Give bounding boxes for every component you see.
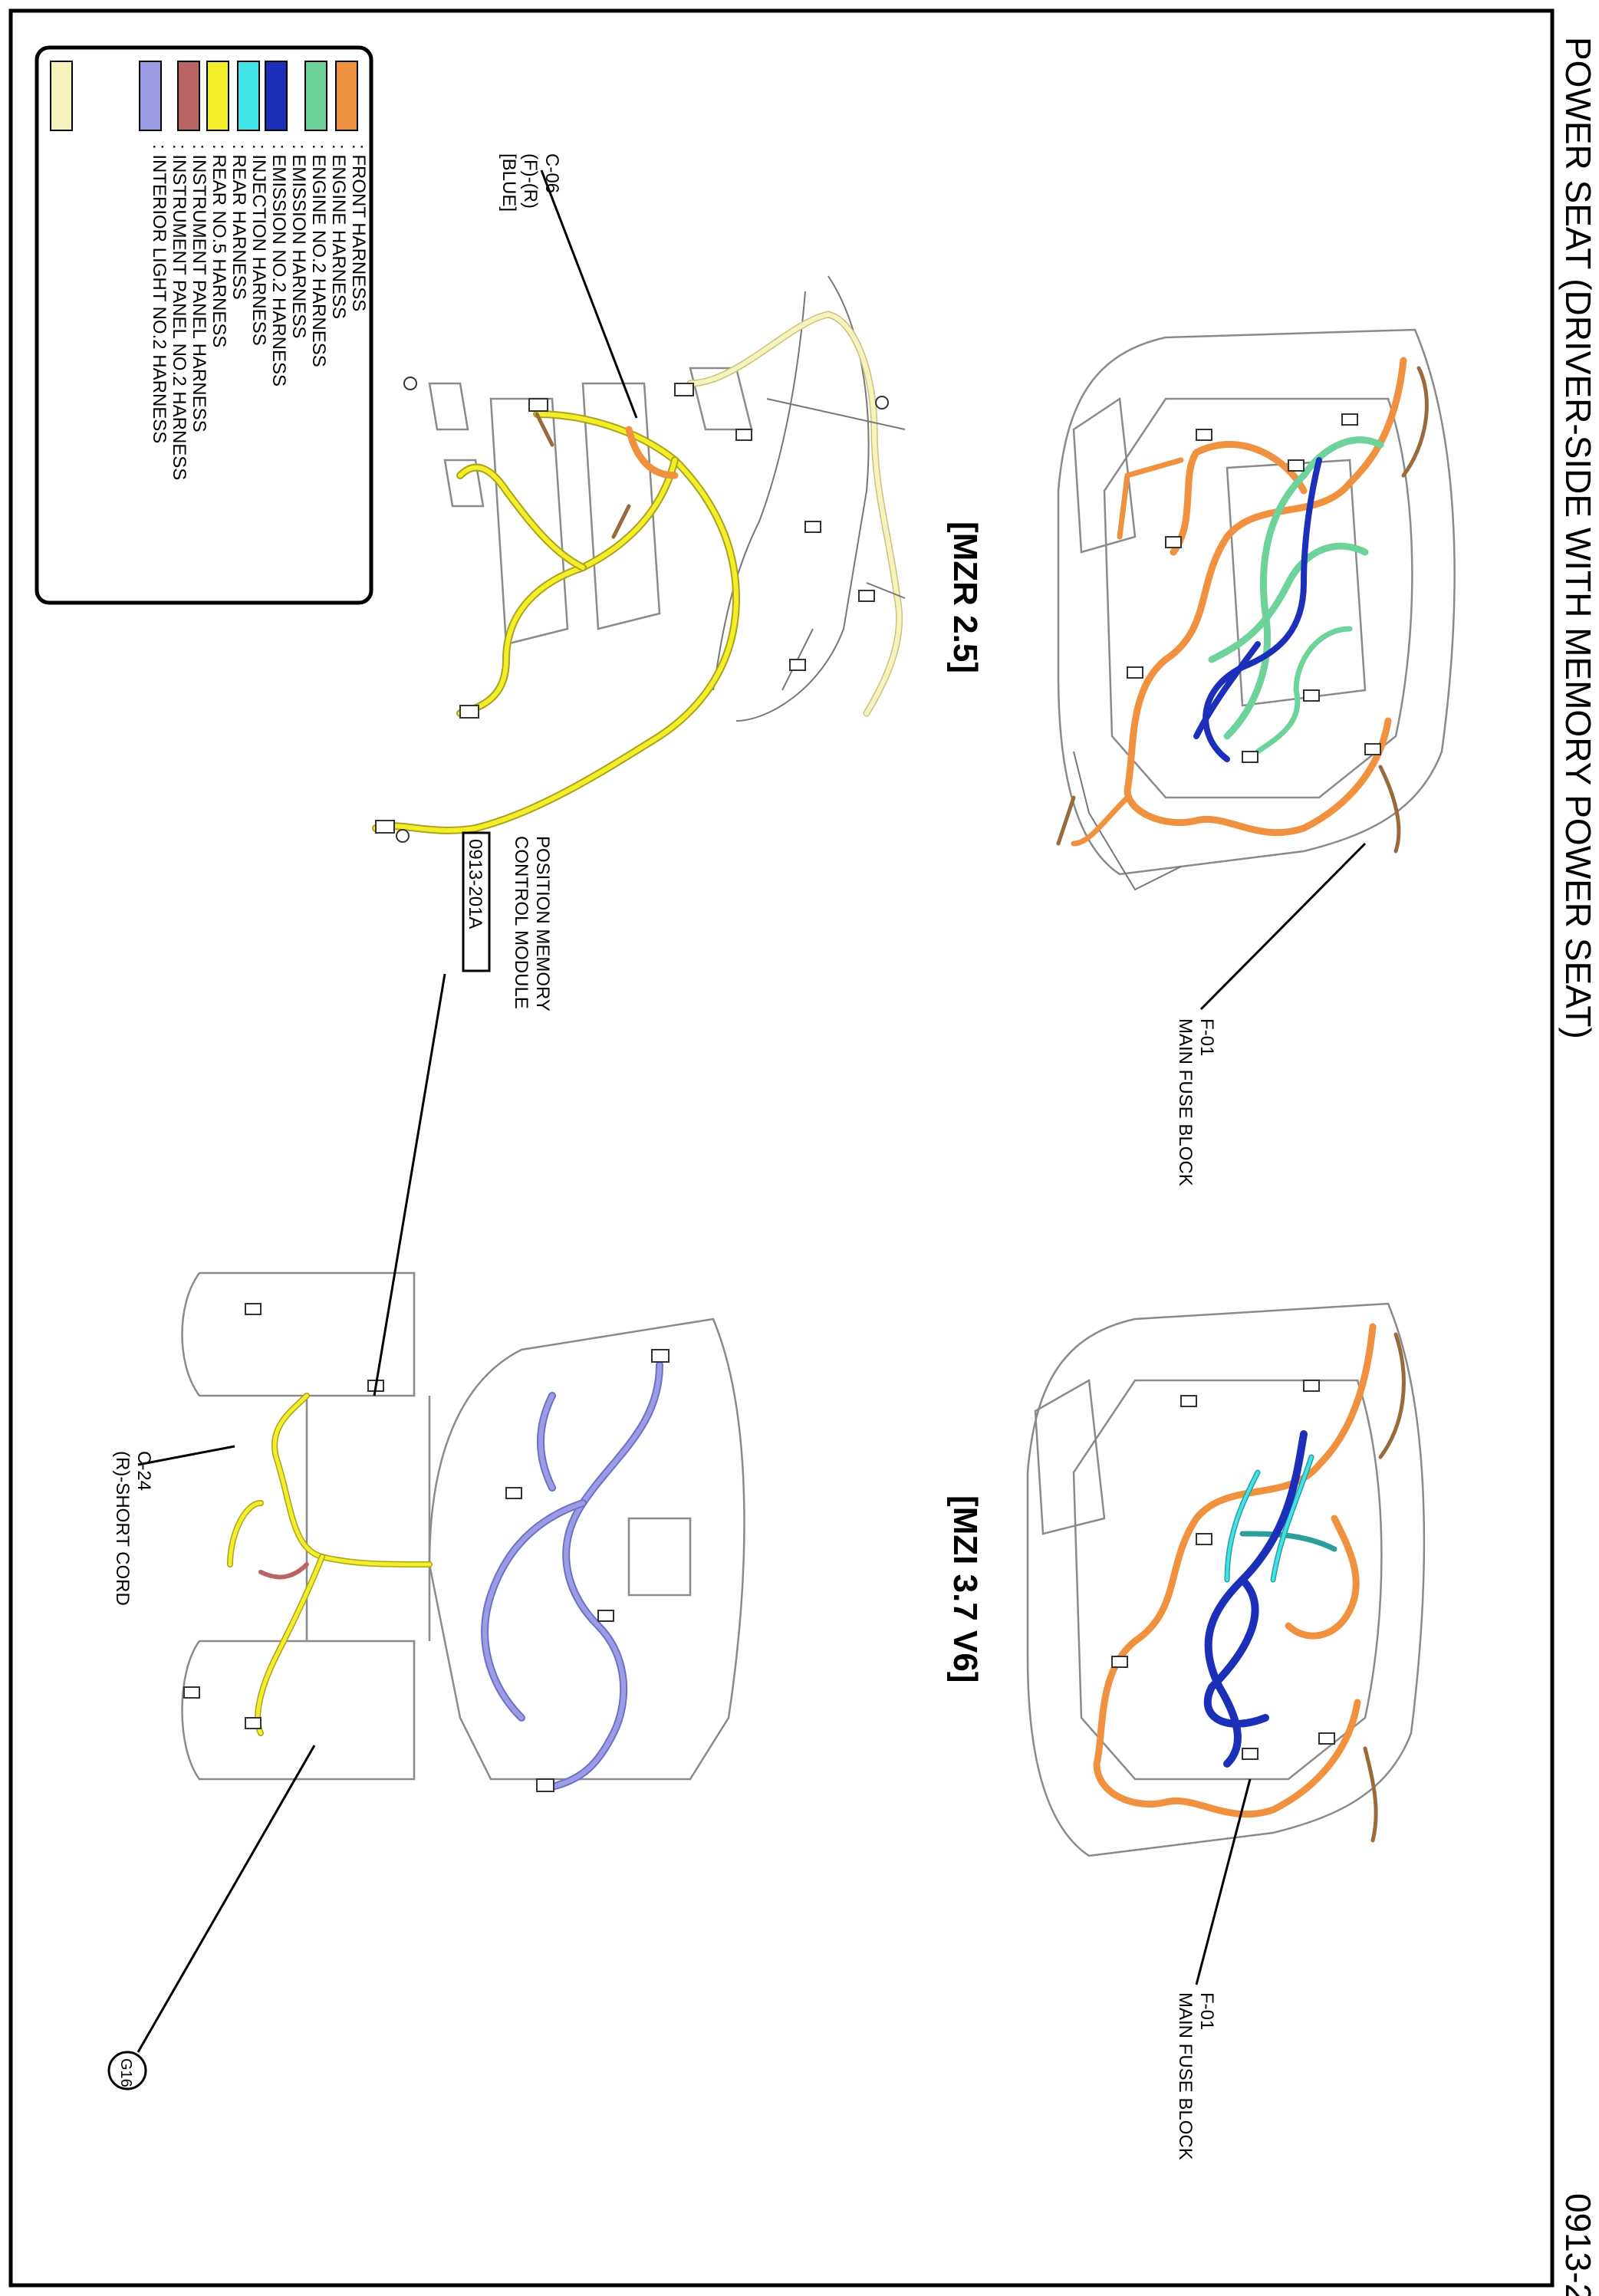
mzr-cabin-drawing: [372, 275, 906, 843]
front-harness-swatch-icon: [335, 61, 358, 131]
legend-label: : INSTRUMENT PANEL NO.2 HARNESS: [169, 144, 189, 480]
legend-label: : ENGINE NO.2 HARNESS: [308, 144, 329, 367]
legend-box: [35, 45, 373, 605]
pmcm-name-line1: POSITION MEMORY: [532, 836, 553, 1011]
g16-circle: [107, 2051, 147, 2090]
callout-f01-mzr: F-01 MAIN FUSE BLOCK: [1175, 842, 1367, 1186]
c06-connection: (F)-(R): [520, 153, 541, 209]
emission-harness-swatch-icon: [265, 61, 288, 131]
f01-mzr-name: MAIN FUSE BLOCK: [1175, 1018, 1196, 1186]
legend-label: : REAR NO.5 HARNESS: [209, 144, 229, 347]
c24-name: (R)-SHORT CORD: [112, 1451, 133, 1606]
c06-color: [BLUE]: [498, 153, 519, 212]
pmcm-ref-box: [462, 831, 491, 972]
instrument-panel-harness-swatch-icon: [139, 61, 162, 131]
injection-harness-swatch-icon: [237, 61, 260, 131]
c24-label: C-24: [133, 1451, 154, 1491]
legend-label: : EMISSION HARNESS: [288, 144, 309, 338]
page-border: [8, 8, 1555, 2288]
legend-label: : INJECTION HARNESS: [248, 144, 269, 346]
f01-mzi-id: F-01: [1196, 1992, 1217, 2030]
legend-label: : FRONT HARNESS: [348, 144, 369, 311]
callout-position-memory-module: POSITION MEMORY CONTROL MODULE 0913-201A: [373, 831, 553, 1396]
legend-label: : EMISSION NO.2 HARNESS: [268, 144, 289, 387]
interior-light-harness-swatch-icon: [50, 61, 73, 131]
callout-f01-mzi: F-01 MAIN FUSE BLOCK: [1175, 1778, 1252, 2160]
section-title-mzr: [MZR 2.5]: [946, 521, 984, 673]
callout-c06: C-06 (F)-(R) [BLUE]: [498, 153, 638, 419]
f01-mzi-name: MAIN FUSE BLOCK: [1175, 1992, 1196, 2160]
mzi-cabin-drawing: [181, 1271, 745, 1792]
mzi-engine-bay-drawing: [1026, 1302, 1426, 1857]
page-title: POWER SEAT (DRIVER-SIDE WITH MEMORY POWE…: [1558, 37, 1598, 1039]
rear-harness-swatch-icon: [206, 61, 229, 131]
legend-label: : INSTRUMENT PANEL HARNESS: [189, 144, 209, 433]
legend-label: : REAR HARNESS: [229, 144, 249, 300]
engine-harness-swatch-icon: [304, 61, 327, 131]
legend-label: : INTERIOR LIGHT NO.2 HARNESS: [149, 144, 169, 443]
harness-legend: : FRONT HARNESS: ENGINE HARNESS: ENGINE …: [35, 45, 373, 605]
callout-c24: C-24 (R)-SHORT CORD: [112, 1445, 235, 1606]
legend-label: : ENGINE HARNESS: [328, 144, 349, 319]
pmcm-ref: 0913-201A: [465, 839, 485, 929]
f01-mzr-id: F-01: [1196, 1018, 1217, 1056]
section-title-mzi: [MZI 3.7 V6]: [946, 1495, 984, 1683]
mzr-engine-bay-drawing: [1056, 328, 1456, 891]
rear-no5-harness-swatch-icon: [177, 61, 200, 131]
page-code: 0913-2a: [1558, 2193, 1598, 2296]
g16-label: G16: [117, 2058, 134, 2087]
pmcm-name-line2: CONTROL MODULE: [511, 836, 531, 1009]
callout-g16: G16: [107, 1745, 316, 2090]
c06-label: C-06: [541, 153, 562, 193]
